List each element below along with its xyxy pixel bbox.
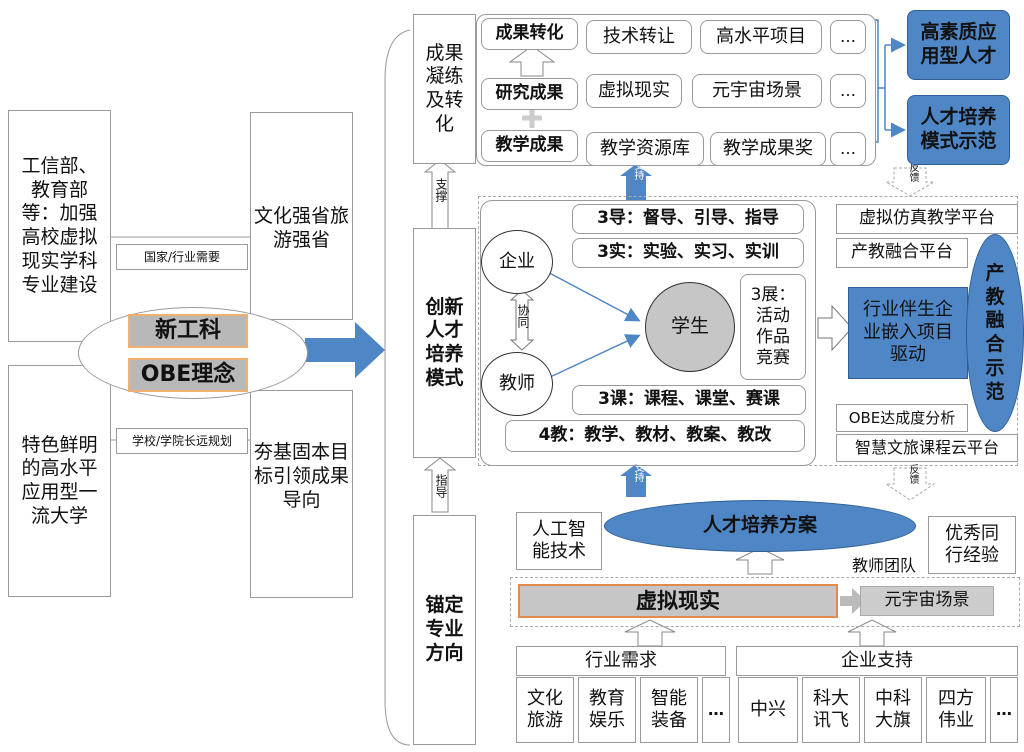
platform-vr-box: 虚拟仿真教学平台 (836, 204, 1018, 234)
teacher-circle: 教师 (481, 352, 553, 416)
company-item-2: 科大讯飞 (802, 677, 860, 743)
foundation-goal-box: 夯基固本目标引领成果导向 (250, 390, 353, 598)
company-item-3: 中科大旗 (864, 677, 922, 743)
support-arrow-top (620, 164, 652, 200)
anchor-dashed-frame (510, 577, 1020, 627)
transform-item-2: 高水平项目 (700, 20, 822, 54)
ai-tech-box: 人工智能技术 (516, 512, 602, 570)
province-goal-box: 文化强省旅游强省 (250, 112, 353, 320)
student-circle: 学生 (645, 282, 735, 372)
outcome-model-box: 人才培养模式示范 (907, 95, 1010, 165)
industry-drive-box: 行业伴生企业嵌入项目驱动 (848, 287, 968, 379)
mode-right-arrow (817, 304, 853, 352)
right-bracket (384, 29, 411, 746)
feedback-arrow-top (884, 167, 936, 197)
vr-box: 虚拟现实 (518, 584, 838, 618)
main-arrow (305, 322, 385, 378)
teaching-item-more: … (830, 132, 866, 166)
industry-item-1: 文化旅游 (516, 677, 574, 743)
support-small-mid: 支持 (632, 462, 643, 482)
research-item-1: 虚拟现实 (586, 74, 682, 108)
transform-item-1: 技术转让 (586, 20, 692, 54)
guide-arrow (423, 457, 457, 513)
innovation-label-box: 创新人才培养模式 (413, 228, 476, 458)
industry-item-more: … (702, 677, 730, 743)
university-text: 特色鲜明的高水平应用型一流大学 (21, 433, 98, 527)
anchor-label-box: 锚定专业方向 (413, 515, 476, 745)
university-box: 特色鲜明的高水平应用型一流大学 (8, 365, 111, 597)
obe-box: OBE理念 (128, 358, 248, 392)
show3-box: 3展：活动作品竞赛 (740, 274, 806, 380)
teaching-item-2: 教学成果奖 (710, 132, 826, 166)
teacher-team-text: 教师团队 (852, 556, 917, 575)
national-need-label: 国家/行业需要 (116, 244, 248, 270)
new-engineering-box: 新工科 (128, 314, 248, 348)
industry-item-2: 教育娱乐 (578, 677, 636, 743)
research-item-more: … (830, 74, 866, 108)
peer-exp-box: 优秀同行经验 (928, 516, 1016, 574)
transform-box: 成果转化 (481, 18, 578, 50)
transform-item-more: … (830, 20, 866, 54)
industry-need-box: 行业需求 (516, 646, 726, 676)
foundation-goal-text: 夯基固本目标引领成果导向 (253, 441, 349, 511)
enterprise-circle: 企业 (481, 230, 553, 294)
teach4-box: 4教：教学、教材、教案、教改 (505, 420, 805, 452)
meta-box: 元宇宙场景 (860, 586, 994, 616)
plan-ellipse: 人才培养方案 (604, 500, 916, 552)
industry-item-3: 智能装备 (640, 677, 698, 743)
cloud-platform-box: 智慧文旅课程云平台 (836, 434, 1018, 462)
guide-text: 指导 (434, 474, 448, 498)
support-arrow-mid (620, 464, 652, 497)
teaching-item-1: 教学资源库 (586, 132, 704, 166)
feedback-arrow-bottom (884, 467, 936, 501)
course3-box: 3课：课程、课堂、赛课 (572, 385, 806, 415)
company-item-1: 中兴 (738, 677, 798, 743)
practice3-box: 3实：实验、实习、实训 (572, 238, 804, 268)
school-plan-label: 学校/学院长远规划 (116, 428, 248, 454)
platform-industry-box: 产教融合平台 (836, 238, 968, 268)
ministry-box: 工信部、教育部等：加强高校虚拟现实学科专业建设 (8, 110, 111, 342)
research-item-2: 元宇宙场景 (692, 74, 822, 108)
mode-inner-frame (480, 200, 816, 466)
plus-sign (522, 108, 542, 128)
enterprise-support-box: 企业支持 (736, 646, 1018, 676)
achievement-label-box: 成果凝练及转化 (413, 14, 476, 164)
teaching-box: 教学成果 (481, 130, 578, 162)
obe-analysis-box: OBE达成度分析 (836, 404, 968, 432)
outcome-talent-box: 高素质应用型人才 (907, 10, 1010, 80)
outcome-bracket (875, 19, 886, 143)
feedback-small-top: 反馈 (907, 162, 918, 182)
research-box: 研究成果 (481, 78, 578, 110)
vr-to-meta-arrow (840, 588, 866, 614)
support-small-top: 支持 (632, 160, 643, 180)
collab-arrow (509, 289, 535, 351)
company-item-more: … (990, 677, 1018, 743)
ministry-text: 工信部、教育部等：加强高校虚拟现实学科专业建设 (21, 154, 98, 296)
province-goal-text: 文化强省旅游强省 (253, 205, 349, 251)
guide3-box: 3导：督导、引导、指导 (572, 204, 804, 234)
demo-ellipse: 产教融合示范 (966, 234, 1024, 432)
company-item-4: 四方伟业 (926, 677, 986, 743)
collab-text: 协同 (516, 304, 530, 328)
feedback-small-bottom: 反馈 (907, 464, 918, 484)
support-text: 支撑 (434, 178, 448, 202)
